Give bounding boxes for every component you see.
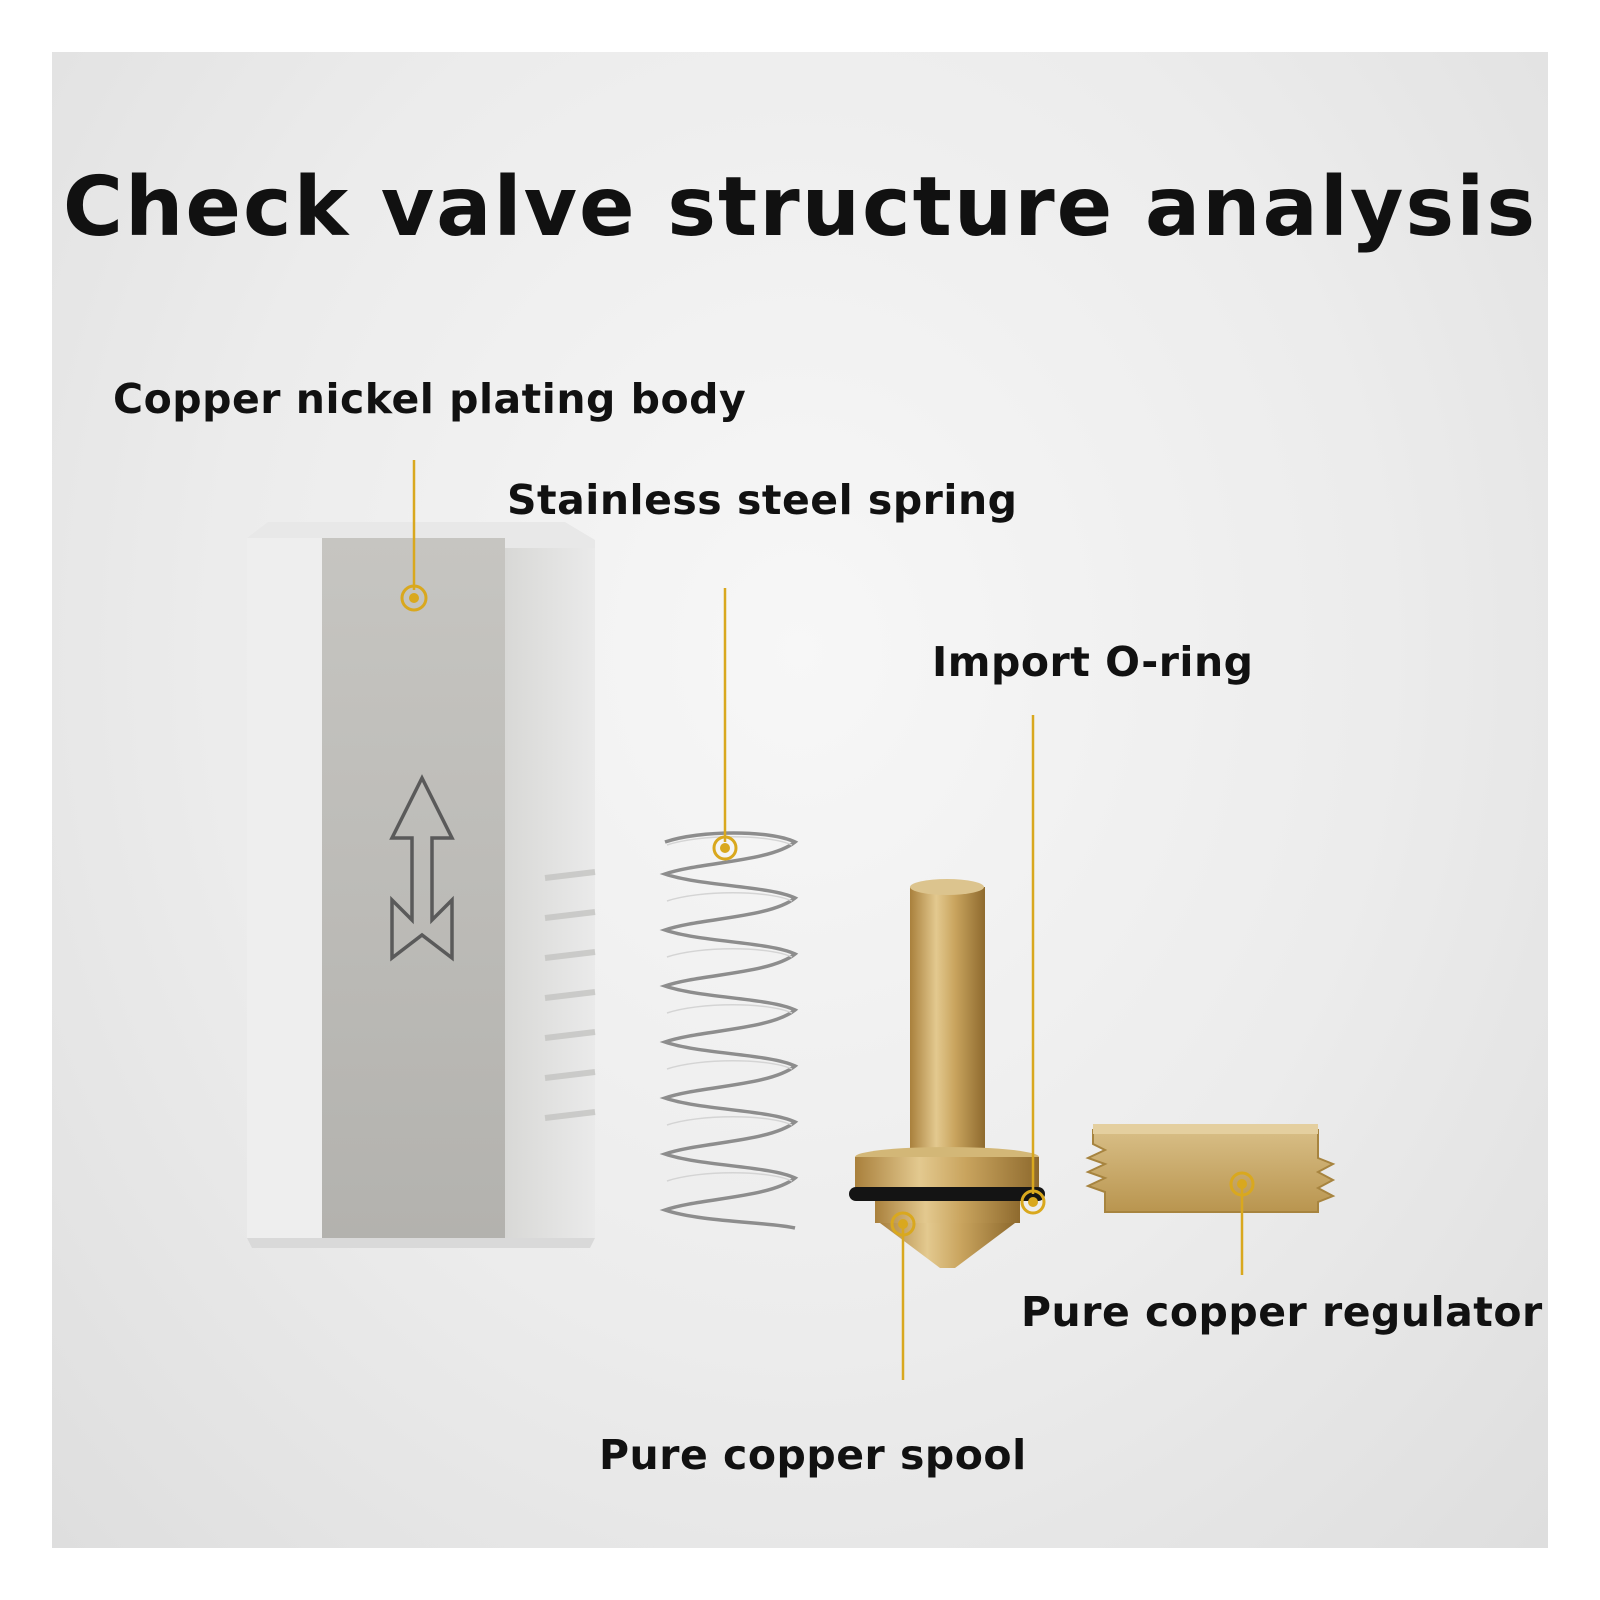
regulator-block [1085,1129,1336,1213]
spool-flange [855,1157,1039,1187]
oring-label: Import O-ring [932,638,1254,686]
spring-label: Stainless steel spring [507,476,1018,524]
valve-body-bottom-edge [247,1238,595,1248]
spool-stem [910,887,985,1157]
spool-collar [875,1201,1020,1223]
valve-body-left-face [247,538,322,1238]
pure-copper-spool [849,879,1045,1268]
spring-coils-highlight [666,836,793,1182]
spool-label: Pure copper spool [599,1431,1027,1479]
oring-marker [1020,1189,1046,1215]
regulator-top-face [1093,1124,1318,1134]
body-marker [400,584,428,612]
valve-body-right-face [505,548,595,1238]
spool-stem-top [910,879,984,895]
diagram-title: Check valve structure analysis [62,160,1538,255]
valve-body [247,522,596,1248]
spring-coils [659,831,799,1230]
leader-lines [412,460,1244,1380]
body-label: Copper nickel plating body [113,375,747,423]
valve-body-thread-marks [544,869,596,1121]
leader-markers [400,584,1255,1237]
stainless-steel-spring [659,831,799,1230]
regulator-marker [1229,1171,1255,1197]
import-o-ring [849,1187,1045,1201]
flow-direction-arrow-icon [389,774,455,962]
pure-copper-regulator [1085,1124,1336,1213]
spool-cone-tip [880,1223,1015,1268]
regulator-label: Pure copper regulator [1021,1288,1543,1336]
spool-marker [890,1211,916,1237]
spring-marker [712,835,738,861]
